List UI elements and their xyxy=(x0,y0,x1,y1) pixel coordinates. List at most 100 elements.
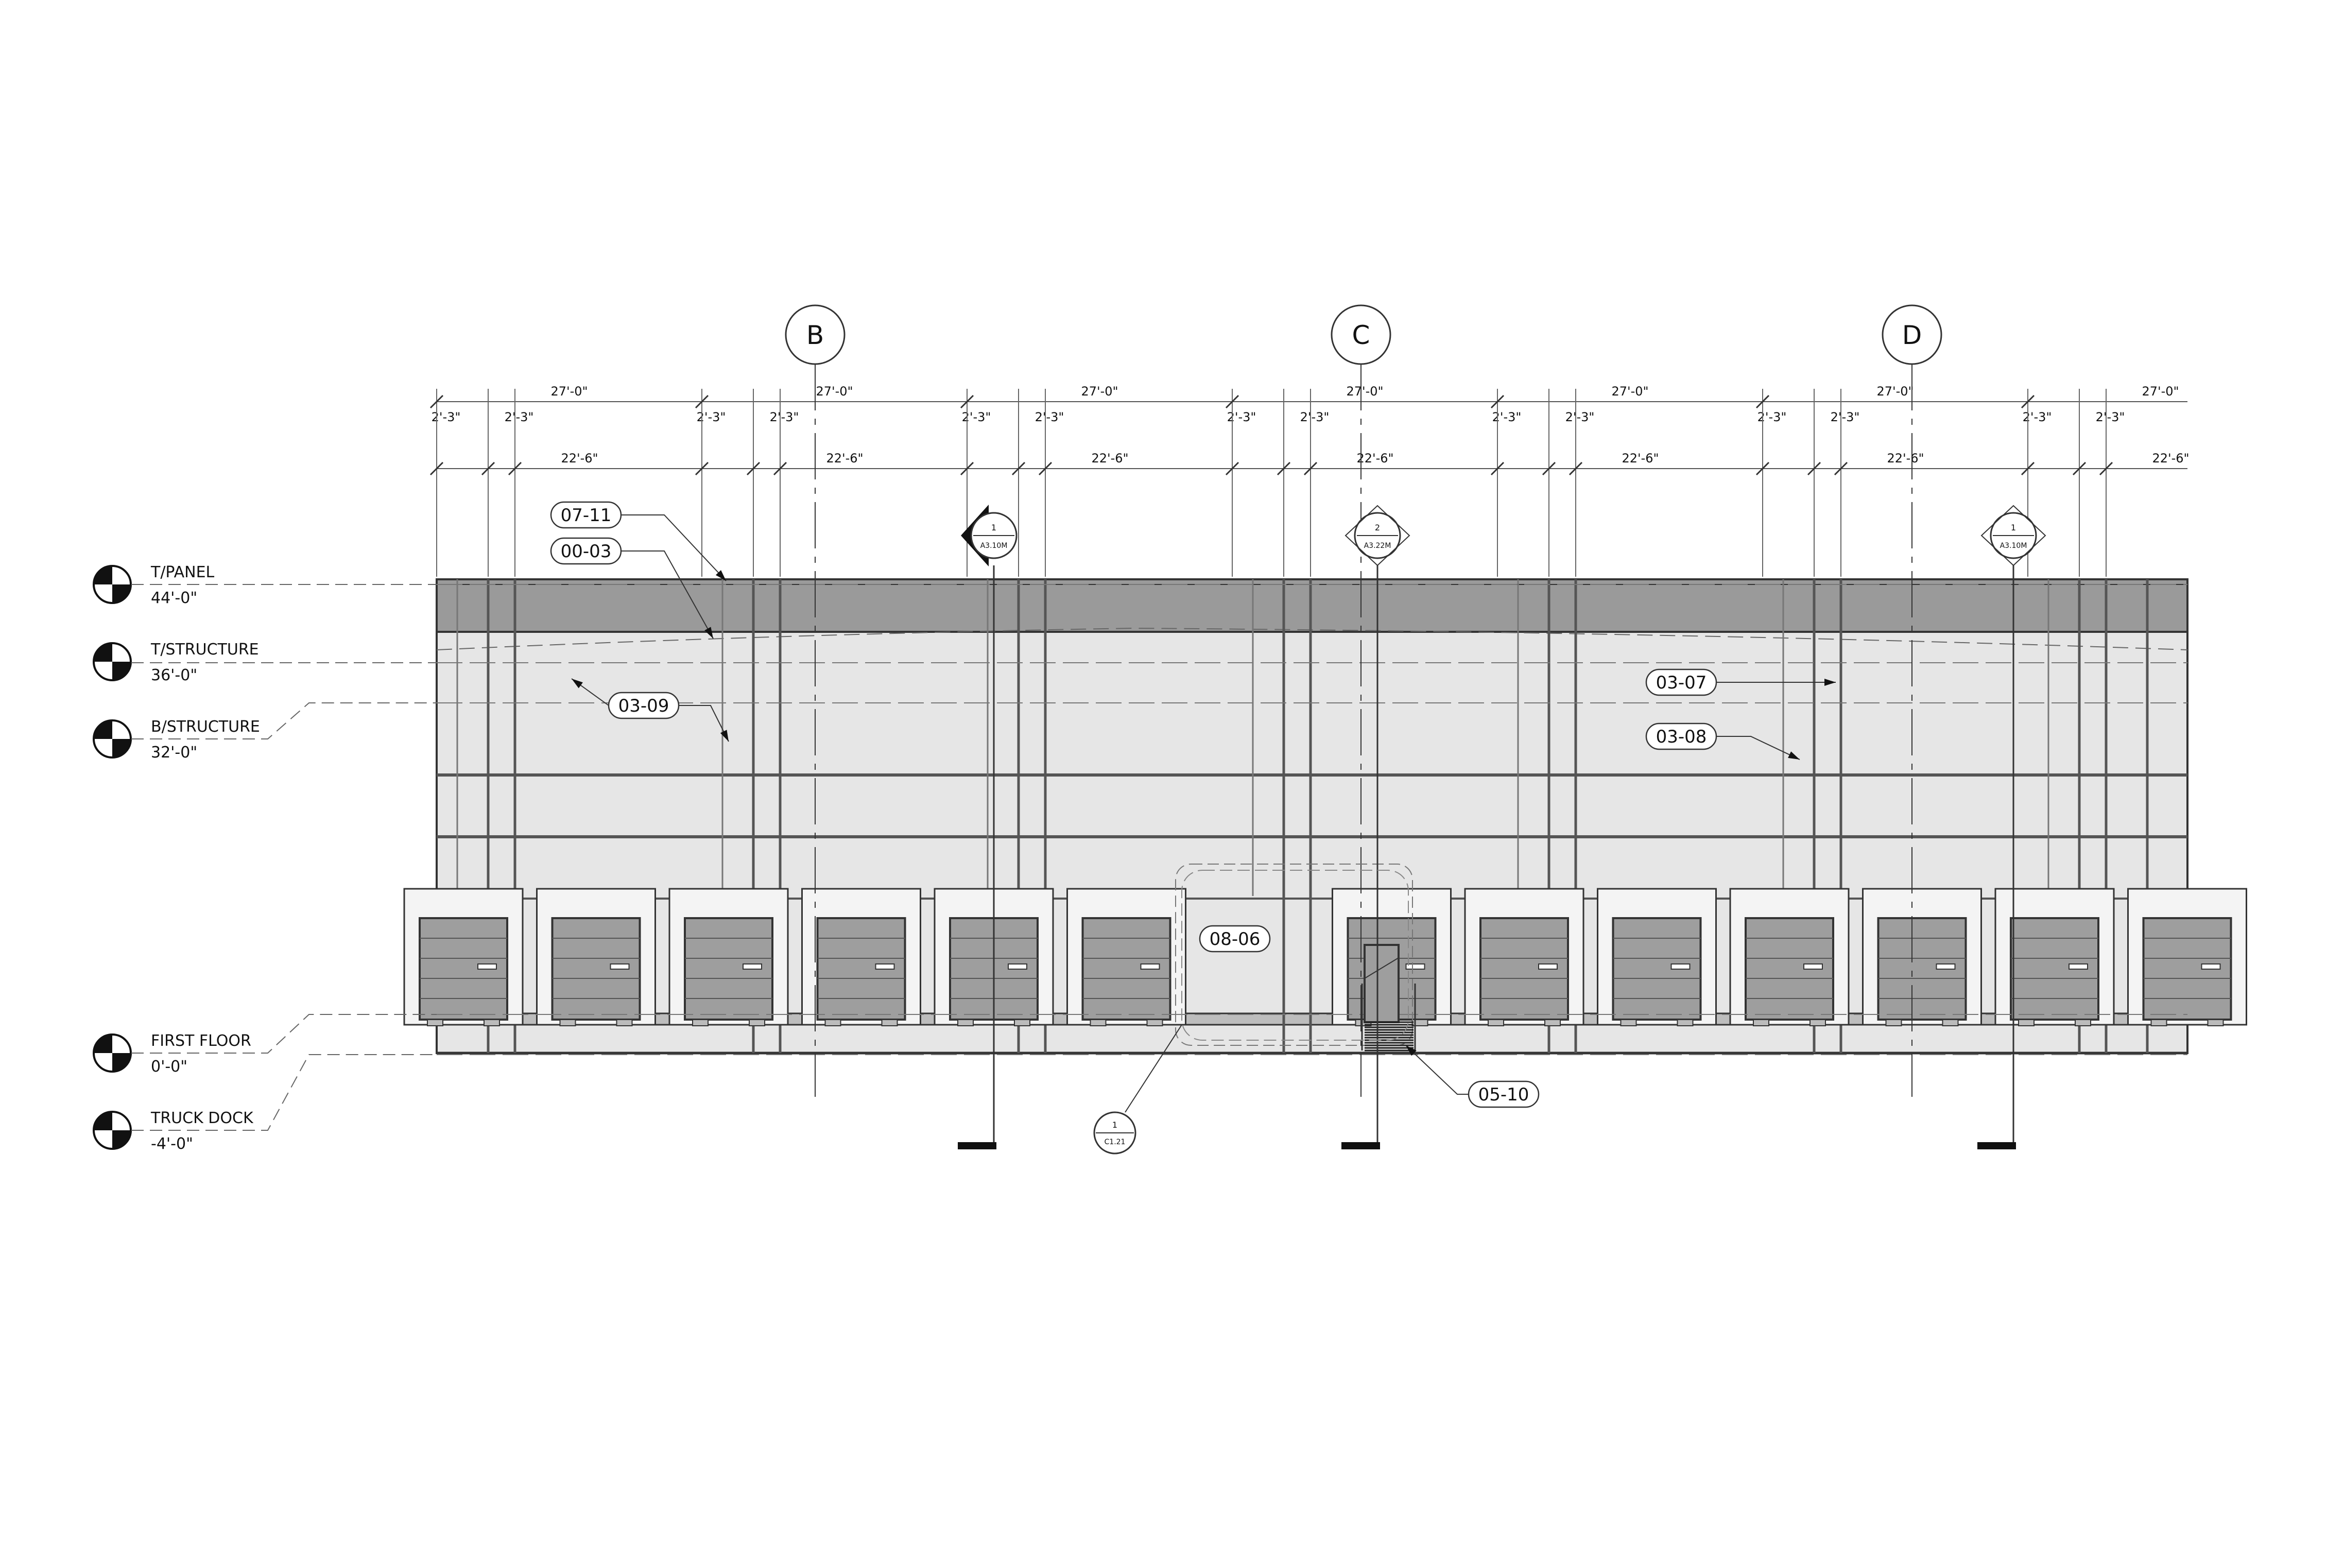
dim-pilaster-label: 2'-3" xyxy=(2023,410,2052,424)
dock-door-window xyxy=(875,963,895,970)
keynote-leader xyxy=(621,550,714,639)
dim-tick xyxy=(695,461,709,476)
keynote-arrowhead xyxy=(704,627,713,639)
dim-overall-label: 27'-0" xyxy=(1611,384,1648,399)
grid-lines: B C D xyxy=(785,304,1942,1097)
stair-treads xyxy=(1365,1021,1414,1052)
dim-pilaster-label: 2'-3" xyxy=(697,410,726,424)
level-datum-quadrant xyxy=(94,1112,112,1130)
section-cut-end xyxy=(1341,1142,1380,1149)
keynote-tag-outline xyxy=(1199,925,1271,953)
dim-tick xyxy=(1490,461,1505,476)
level-name: T/STRUCTURE xyxy=(150,641,259,659)
dim-tick xyxy=(1569,461,1583,476)
dock-door xyxy=(1597,888,1717,1026)
keynote-tag-label: 03-09 xyxy=(618,696,669,716)
dim-overall-label: 27'-0" xyxy=(550,384,588,399)
keynote-tag: 03-09 xyxy=(571,678,729,742)
dimension-strings: 27'-0" 22'-6" 2'-3" 2'-3" 27'-0" 22'-6" 2'-3" 2… xyxy=(429,384,2190,577)
panel-top-band xyxy=(436,578,2188,633)
section-ref-number: 1 xyxy=(2011,523,2016,532)
level-datum-quadrant xyxy=(94,566,112,584)
dim-tick xyxy=(1490,394,1505,409)
grid-bubble-d: D xyxy=(1882,304,1942,1097)
section-ref-number: 1 xyxy=(991,523,996,532)
dock-door xyxy=(403,888,524,1026)
dock-door-window xyxy=(610,963,630,970)
grid-bubble-label: C xyxy=(1352,320,1370,350)
level-name: T/PANEL xyxy=(150,563,215,581)
dock-door xyxy=(668,888,789,1026)
dim-tick xyxy=(508,461,522,476)
keynote-arrowhead xyxy=(1824,679,1836,686)
keynote-tag: 05-10 xyxy=(1405,1045,1540,1108)
man-door-swing xyxy=(1364,957,1399,979)
dock-bumper xyxy=(1677,1019,1694,1026)
dock-bumper xyxy=(749,1019,765,1026)
level-datum-quadrant xyxy=(112,1130,131,1149)
dock-bumper xyxy=(2075,1019,2091,1026)
dim-tick xyxy=(695,394,709,409)
level-datum-quadrant xyxy=(94,643,112,662)
dim-tick xyxy=(1807,461,1821,476)
dock-bumper xyxy=(1014,1019,1030,1026)
dock-bumper xyxy=(1620,1019,1637,1026)
level-elevation: -4'-0" xyxy=(151,1135,193,1153)
dock-bumper xyxy=(881,1019,898,1026)
man-door xyxy=(1364,944,1400,1023)
dock-bumper xyxy=(1488,1019,1504,1026)
dim-tick xyxy=(1225,394,1239,409)
section-ref-sheet: A3.22M xyxy=(1364,542,1391,550)
keynote-tag-label: 08-06 xyxy=(1210,929,1261,950)
dim-pilaster-label: 2'-3" xyxy=(962,410,991,424)
keynote-arrowhead xyxy=(572,679,583,688)
level-name: B/STRUCTURE xyxy=(151,718,260,736)
dim-tick xyxy=(429,461,444,476)
grid-bubble-label: B xyxy=(806,320,824,350)
dim-clear-label: 22'-6" xyxy=(1622,451,1659,466)
dim-tick xyxy=(773,461,787,476)
keynote-tag-label: 00-03 xyxy=(561,541,612,562)
dock-door xyxy=(1862,888,1982,1026)
level-line xyxy=(131,1054,437,1131)
dim-pilaster-label: 2'-3" xyxy=(1035,410,1064,424)
dim-tick xyxy=(1303,461,1318,476)
dock-door-window xyxy=(2069,963,2088,970)
dim-tick xyxy=(1277,461,1291,476)
dock-door-window xyxy=(1670,963,1691,970)
dock-door xyxy=(1729,888,1850,1026)
section-ref-number: 2 xyxy=(1375,523,1380,532)
dock-bumper xyxy=(2150,1019,2167,1026)
dock-door-window xyxy=(1936,963,1956,970)
level-datum-quadrant xyxy=(94,1035,112,1053)
dim-overall-label: 27'-0" xyxy=(1876,384,1914,399)
dim-clear-label: 22'-6" xyxy=(2152,451,2189,466)
keynote-leader xyxy=(1716,736,1800,760)
detail-callout-number: 1 xyxy=(1112,1120,1117,1130)
dim-pilaster-label: 2'-3" xyxy=(432,410,461,424)
dock-door-window xyxy=(1008,963,1027,970)
dock-bumper xyxy=(1885,1019,1902,1026)
dim-tick xyxy=(746,461,761,476)
dock-bumper xyxy=(2207,1019,2224,1026)
dock-door xyxy=(2127,888,2247,1026)
level-datum-quadrant xyxy=(112,1053,131,1072)
section-ref-diamond xyxy=(1345,505,1410,566)
level-name: FIRST FLOOR xyxy=(151,1032,251,1050)
keynote-tag: 08-06 xyxy=(1199,925,1271,953)
dim-overall-label: 27'-0" xyxy=(1081,384,1118,399)
dim-pilaster-label: 2'-3" xyxy=(1757,410,1787,424)
level-name: TRUCK DOCK xyxy=(150,1109,254,1127)
dock-door xyxy=(1994,888,2115,1026)
section-ref-marker: 1A3.10M xyxy=(1977,505,2046,1149)
keynote-tag-label: 05-10 xyxy=(1478,1084,1529,1105)
dock-bumper xyxy=(427,1019,443,1026)
section-cut-end xyxy=(1977,1142,2016,1149)
level-datum-quadrant xyxy=(112,662,131,680)
dim-clear-label: 22'-6" xyxy=(1887,451,1924,466)
